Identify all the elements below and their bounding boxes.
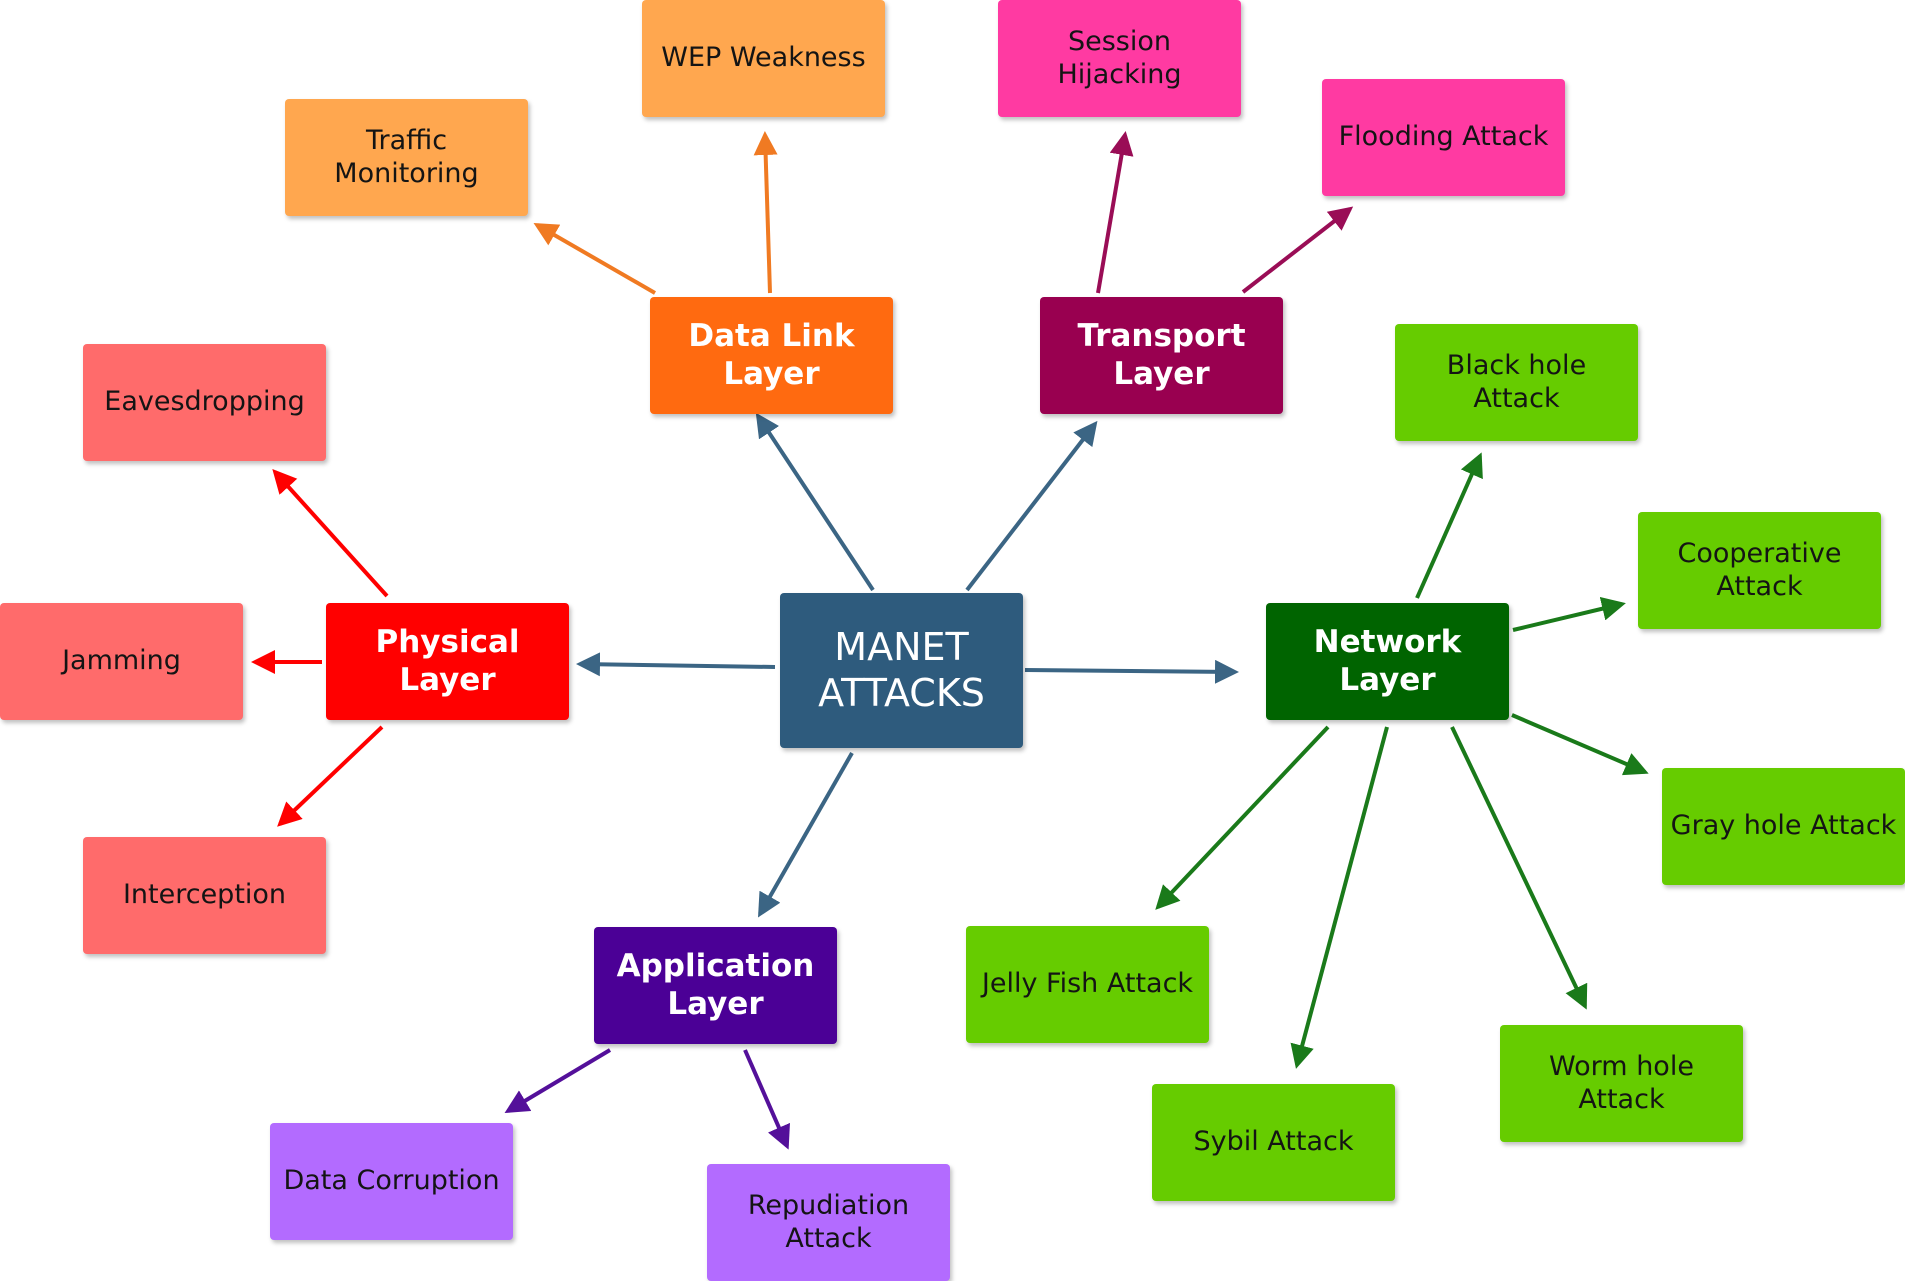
leaf-worm-hole-attack-label: Worm hole Attack	[1549, 1051, 1694, 1115]
transport-layer-node: Transport Layer	[1040, 297, 1283, 414]
arrow-network-to-worm-hole	[1450, 726, 1588, 1010]
leaf-wep-weakness: WEP Weakness	[642, 0, 885, 117]
leaf-sybil-attack: Sybil Attack	[1152, 1084, 1395, 1201]
leaf-interception: Interception	[83, 837, 326, 954]
arrow-application-to-data-corruption	[504, 1048, 612, 1114]
leaf-interception-label: Interception	[122, 879, 287, 911]
arrow-transport-to-session-hijacking	[1096, 131, 1134, 294]
leaf-session-hijacking: Session Hijacking	[998, 0, 1241, 117]
data-link-layer-node: Data Link Layer	[650, 297, 893, 414]
leaf-sybil-attack-label: Sybil Attack	[1193, 1126, 1354, 1158]
network-layer-node: Network Layer	[1266, 603, 1509, 720]
leaf-traffic-monitoring-label: Traffic Monitoring	[334, 125, 479, 189]
arrow-center-to-network	[1024, 659, 1239, 684]
application-layer-node: Application Layer	[594, 927, 837, 1044]
leaf-flooding-attack-label: Flooding Attack	[1338, 121, 1549, 153]
leaf-cooperative-attack-label: Cooperative Attack	[1677, 538, 1842, 602]
leaf-worm-hole-attack: Worm hole Attack	[1500, 1025, 1743, 1142]
arrow-center-to-data-link	[755, 412, 875, 592]
leaf-wep-weakness-label: WEP Weakness	[661, 42, 866, 74]
leaf-cooperative-attack: Cooperative Attack	[1638, 512, 1881, 629]
leaf-jelly-fish-attack: Jelly Fish Attack	[966, 926, 1209, 1043]
leaf-jamming-label: Jamming	[62, 645, 181, 677]
arrow-application-to-repudiation	[743, 1049, 790, 1150]
leaf-traffic-monitoring: Traffic Monitoring	[285, 99, 528, 216]
leaf-flooding-attack: Flooding Attack	[1322, 79, 1565, 196]
arrow-network-to-sybil	[1290, 726, 1389, 1069]
leaf-data-corruption-label: Data Corruption	[283, 1165, 500, 1197]
arrow-network-to-gray-hole	[1511, 713, 1649, 776]
leaf-gray-hole-attack-label: Gray hole Attack	[1670, 810, 1897, 842]
arrow-physical-to-interception	[277, 725, 384, 827]
arrow-center-to-physical	[576, 652, 776, 677]
arrow-network-to-jelly-fish	[1155, 725, 1330, 910]
arrow-data-link-to-wep-weakness	[753, 131, 778, 294]
physical-layer-node: Physical Layer	[326, 603, 569, 720]
arrow-physical-to-eavesdropping	[272, 469, 389, 598]
leaf-data-corruption: Data Corruption	[270, 1123, 513, 1240]
data-link-layer-label: Data Link Layer	[688, 318, 855, 392]
center-node-manet-attacks: MANET ATTACKS	[780, 593, 1023, 748]
network-layer-label: Network Layer	[1313, 624, 1462, 698]
leaf-gray-hole-attack: Gray hole Attack	[1662, 768, 1905, 885]
leaf-repudiation-attack: Repudiation Attack	[707, 1164, 950, 1281]
arrow-center-to-application	[758, 752, 854, 918]
arrow-transport-to-flooding-attack	[1241, 206, 1354, 294]
arrow-data-link-to-traffic-monitoring	[533, 223, 656, 295]
leaf-eavesdropping-label: Eavesdropping	[104, 386, 305, 418]
arrow-network-to-black-hole	[1415, 452, 1483, 599]
leaf-session-hijacking-label: Session Hijacking	[1057, 26, 1182, 90]
transport-layer-label: Transport Layer	[1077, 318, 1246, 392]
physical-layer-label: Physical Layer	[375, 624, 520, 698]
application-layer-label-line2: Layer	[667, 985, 764, 1022]
leaf-repudiation-attack-label: Repudiation Attack	[747, 1190, 910, 1254]
center-label-line2: ATTACKS	[818, 670, 985, 715]
arrow-network-to-cooperative	[1512, 596, 1626, 632]
center-label-line1: MANET	[834, 624, 969, 669]
leaf-jamming: Jamming	[0, 603, 243, 720]
application-layer-label-line1: Application	[616, 948, 815, 985]
leaf-eavesdropping: Eavesdropping	[83, 344, 326, 461]
leaf-jelly-fish-attack-label: Jelly Fish Attack	[981, 968, 1194, 1000]
arrow-center-to-transport	[965, 420, 1098, 592]
leaf-black-hole-attack-label: Black hole Attack	[1446, 350, 1587, 414]
leaf-black-hole-attack: Black hole Attack	[1395, 324, 1638, 441]
